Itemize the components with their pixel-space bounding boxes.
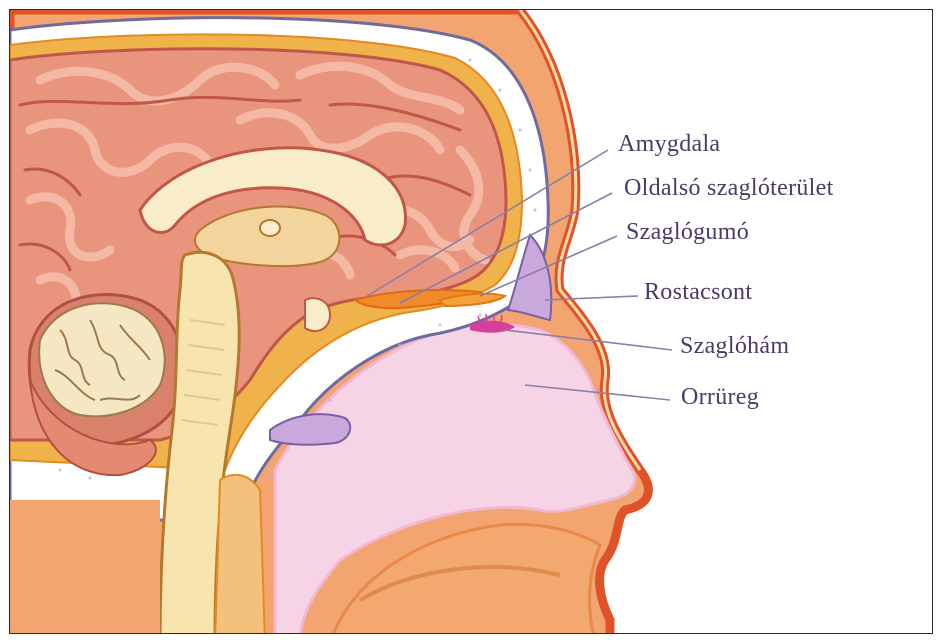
label-lateral-olfactory-area: Oldalsó szaglóterület xyxy=(624,175,834,202)
label-olfactory-epithelium: Szaglóhám xyxy=(680,333,789,360)
label-amygdala: Amygdala xyxy=(618,131,720,158)
label-olfactory-bulb: Szaglógumó xyxy=(626,219,749,246)
label-nasal-cavity: Orrüreg xyxy=(681,384,759,411)
label-ethmoid-bone: Rostacsont xyxy=(644,279,752,306)
